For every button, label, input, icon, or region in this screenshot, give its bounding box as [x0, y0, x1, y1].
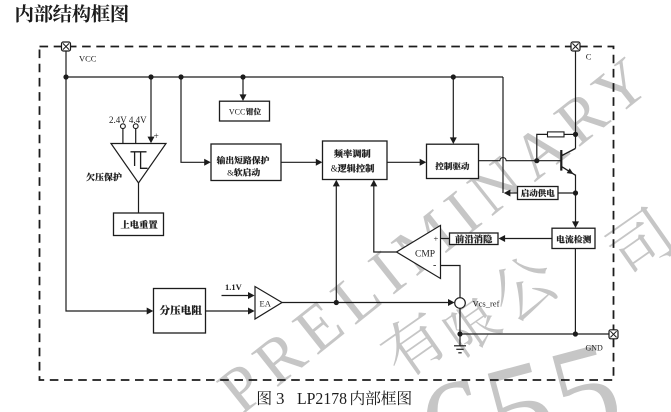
- svg-text:CMP: CMP: [415, 250, 435, 260]
- svg-text:-: -: [433, 260, 436, 271]
- svg-text:1.1V: 1.1V: [225, 282, 243, 292]
- svg-text:&: &: [331, 164, 338, 174]
- svg-text:3: 3: [276, 389, 285, 408]
- svg-text:VCC: VCC: [229, 108, 245, 117]
- svg-text:&: &: [227, 168, 234, 178]
- svg-text:+: +: [154, 132, 159, 142]
- svg-text:+: +: [434, 234, 439, 244]
- svg-text:2.4V 4.4V: 2.4V 4.4V: [109, 115, 147, 125]
- svg-text:VCC: VCC: [79, 54, 97, 64]
- svg-text:EA: EA: [260, 298, 272, 308]
- svg-text:LP2178: LP2178: [297, 389, 347, 408]
- svg-text:GND: GND: [586, 344, 604, 353]
- svg-text:C: C: [586, 52, 592, 62]
- svg-text:Vcs_ref: Vcs_ref: [473, 299, 500, 309]
